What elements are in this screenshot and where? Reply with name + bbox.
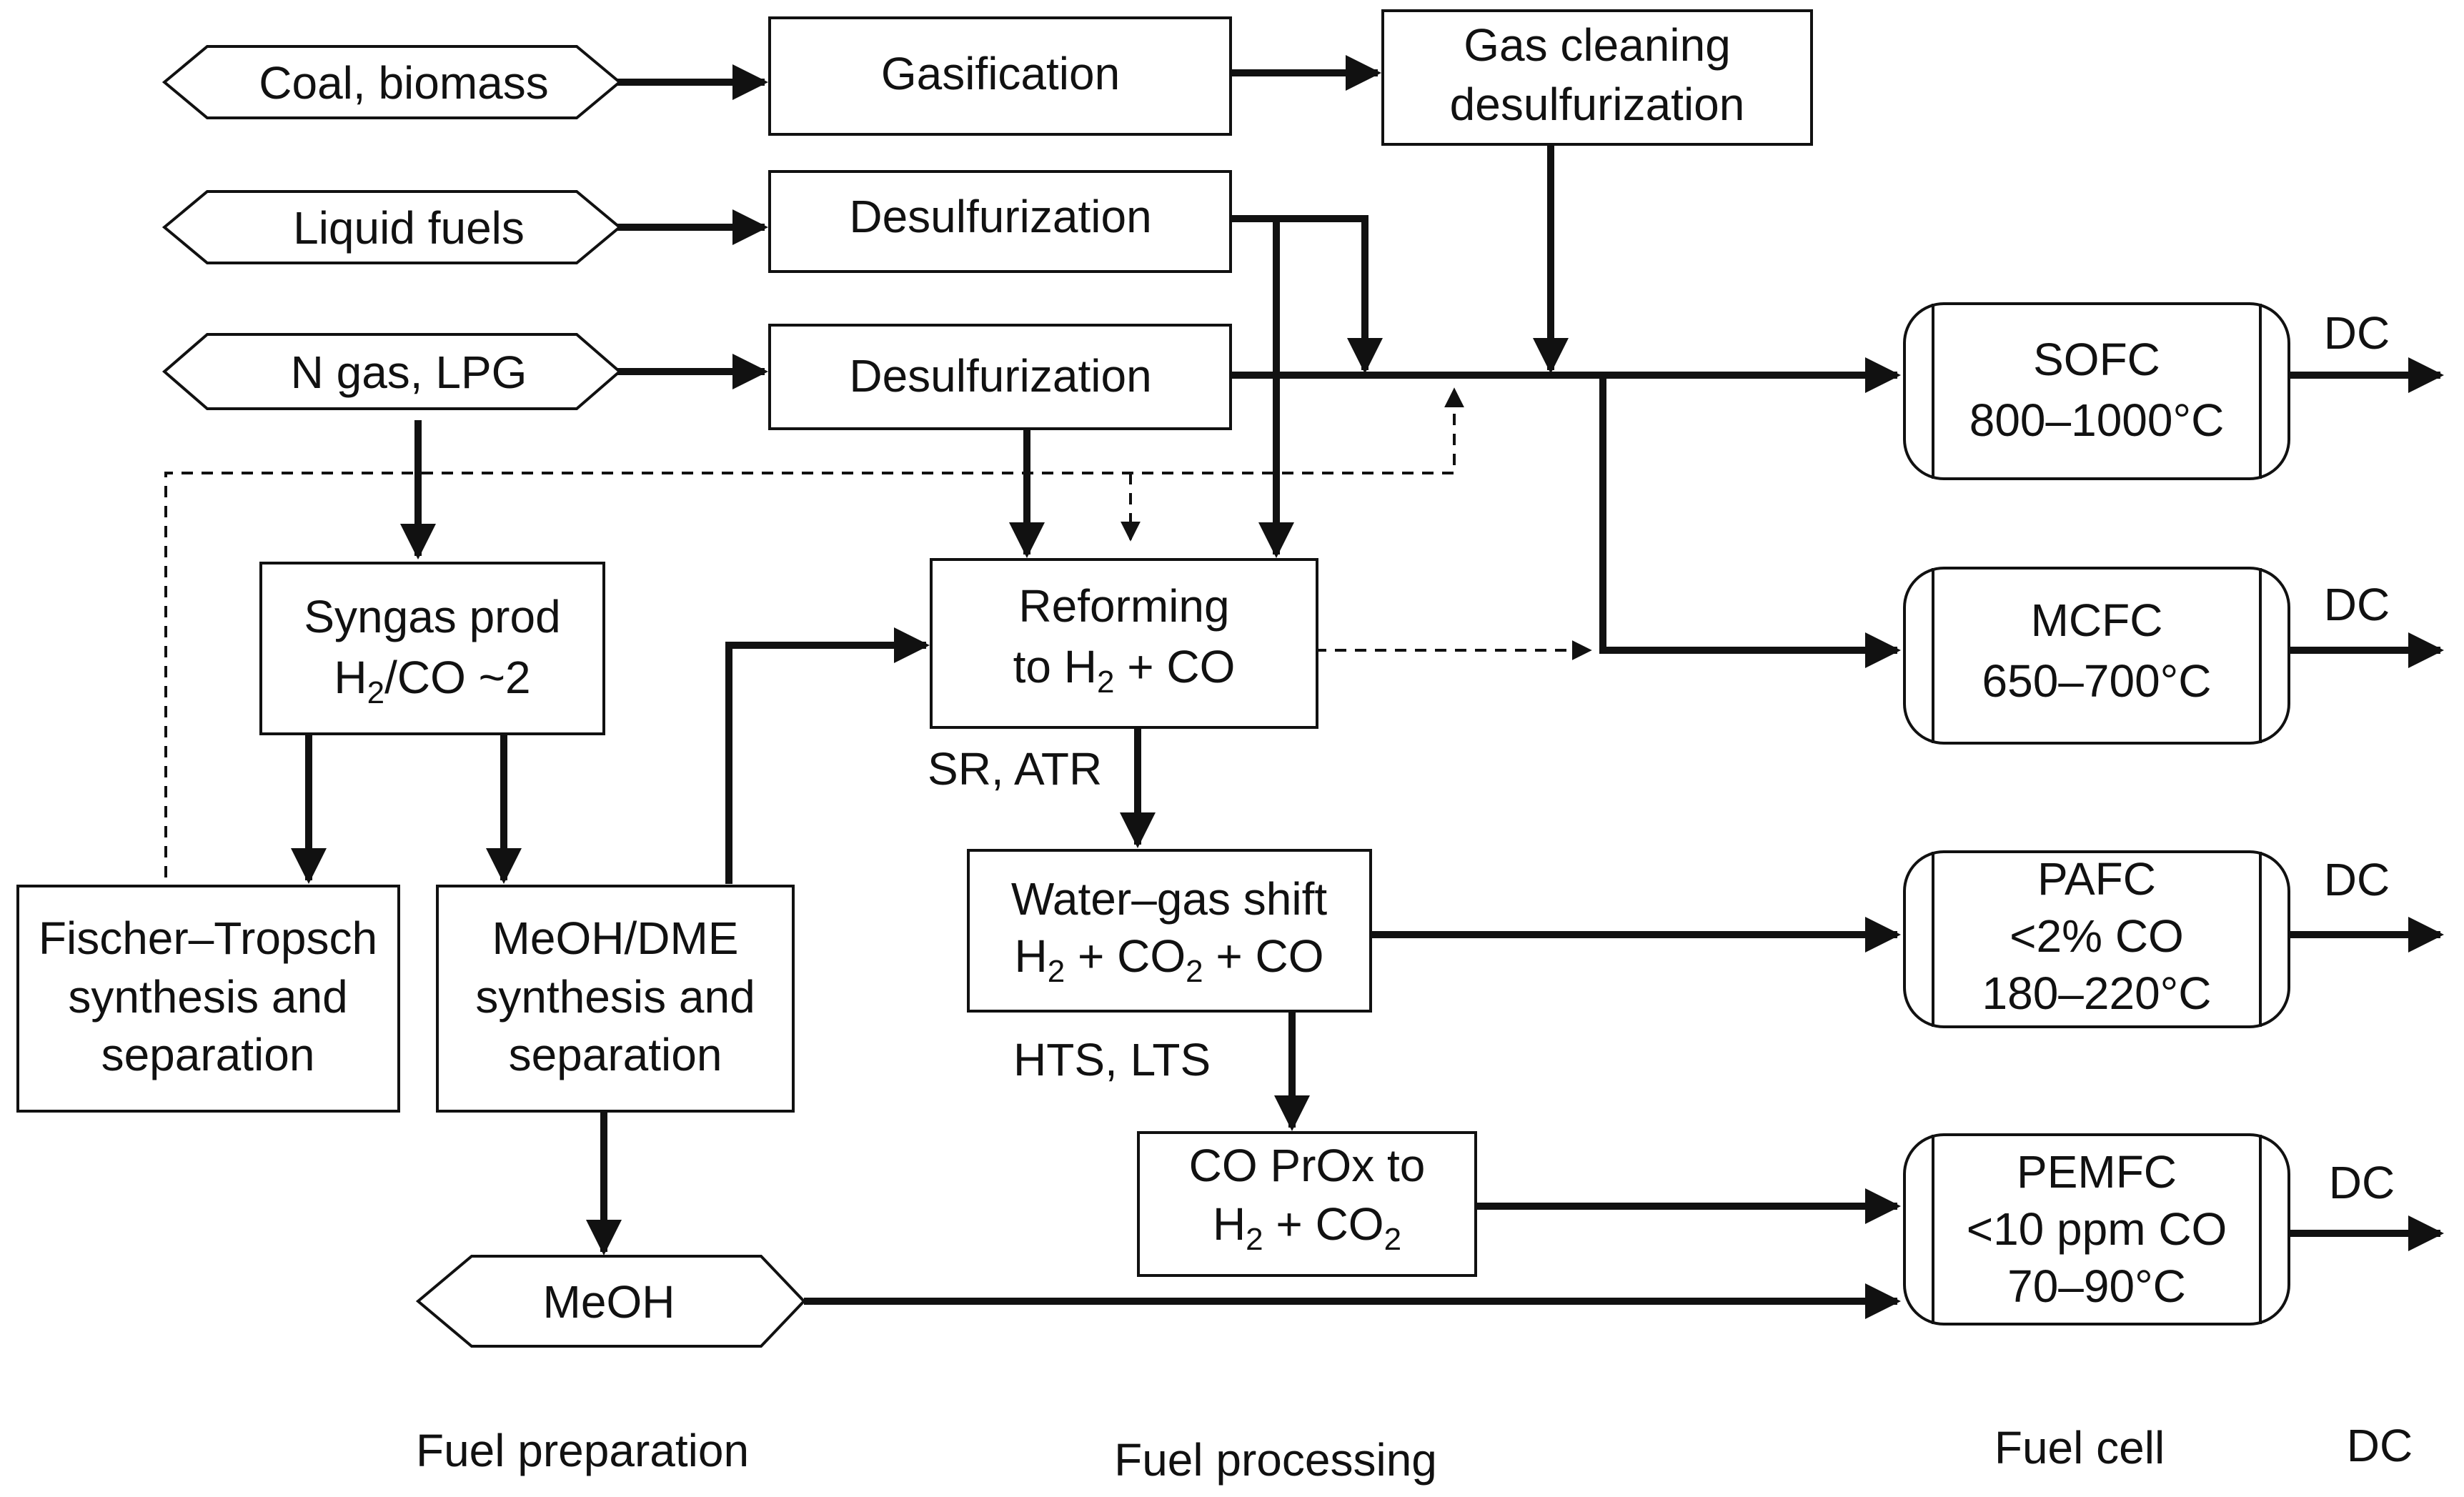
fischer-line2: synthesis and: [68, 971, 347, 1023]
meoh-dme-box: MeOH/DME synthesis and separation: [436, 885, 795, 1113]
pafc-cell: PAFC <2% CO 180–220°C: [1903, 850, 2290, 1028]
reforming-line1: Reforming: [1018, 580, 1229, 632]
input-meoh: MeOH: [415, 1255, 806, 1348]
reforming-note: SR, ATR: [928, 743, 1102, 795]
sofc-cell: SOFC 800–1000°C: [1903, 302, 2290, 480]
wgs-line1: Water–gas shift: [1011, 873, 1327, 925]
fischer-tropsch-box: Fischer–Tropsch synthesis and separation: [16, 885, 400, 1113]
desulfurization-gas-box: Desulfurization: [768, 324, 1232, 430]
mcfc-name: MCFC: [2031, 595, 2163, 646]
dc-output-pemfc: DC: [2329, 1157, 2395, 1208]
meoh-dme-line2: synthesis and: [475, 971, 755, 1023]
pemfc-co: <10 ppm CO: [1967, 1203, 2227, 1255]
mcfc-cell: MCFC 650–700°C: [1903, 567, 2290, 745]
pemfc-name: PEMFC: [2017, 1146, 2177, 1198]
sofc-name: SOFC: [2033, 334, 2160, 385]
gasification-box: Gasification: [768, 16, 1232, 136]
meoh-dme-line3: separation: [509, 1029, 722, 1080]
co-prox-box: CO PrOx to H2 + CO2: [1137, 1131, 1477, 1277]
footer-fuel-cell: Fuel cell: [1994, 1422, 2165, 1473]
input-liquid-fuels: Liquid fuels: [162, 190, 622, 264]
syngas-line1: Syngas prod: [304, 591, 560, 642]
reforming-box: Reforming to H2 + CO: [930, 558, 1318, 729]
meoh-dme-line1: MeOH/DME: [492, 912, 739, 964]
input-liquid-label: Liquid fuels: [293, 202, 525, 254]
desulfurization-liquid-box: Desulfurization: [768, 170, 1232, 273]
input-coal-label: Coal, biomass: [259, 57, 549, 109]
reforming-line2: to H2 + CO: [1013, 641, 1236, 700]
fischer-line1: Fischer–Tropsch: [39, 912, 377, 964]
input-coal-biomass: Coal, biomass: [162, 45, 622, 119]
input-ngas-label: N gas, LPG: [291, 347, 527, 398]
connectors: [164, 55, 2444, 1319]
dc-output-sofc: DC: [2324, 307, 2390, 359]
input-n-gas-lpg: N gas, LPG: [162, 333, 622, 410]
wgs-note: HTS, LTS: [1013, 1034, 1211, 1085]
footer-dc: DC: [2347, 1420, 2413, 1471]
desulfurization-liquid-label: Desulfurization: [849, 191, 1151, 242]
fischer-line3: separation: [101, 1029, 315, 1080]
pemfc-cell: PEMFC <10 ppm CO 70–90°C: [1903, 1133, 2290, 1326]
prox-line1: CO PrOx to: [1189, 1140, 1426, 1191]
gas-cleaning-line1: Gas cleaning: [1464, 19, 1731, 71]
pemfc-temp: 70–90°C: [2007, 1260, 2186, 1312]
mcfc-temp: 650–700°C: [1982, 655, 2212, 707]
footer-fuel-processing: Fuel processing: [1114, 1434, 1437, 1486]
sofc-temp: 800–1000°C: [1969, 394, 2225, 446]
syngas-box: Syngas prod H2/CO ~2: [259, 562, 605, 735]
wgs-line2: H2 + CO2 + CO: [1014, 930, 1323, 989]
syngas-line2: H2/CO ~2: [334, 652, 530, 710]
gas-cleaning-line2: desulfurization: [1450, 79, 1745, 130]
pafc-name: PAFC: [2037, 853, 2156, 905]
water-gas-shift-box: Water–gas shift H2 + CO2 + CO: [967, 849, 1372, 1013]
dc-output-pafc: DC: [2324, 854, 2390, 905]
gas-cleaning-box: Gas cleaning desulfurization: [1381, 9, 1813, 146]
desulfurization-gas-label: Desulfurization: [849, 350, 1151, 402]
input-meoh-label: MeOH: [543, 1276, 675, 1328]
pafc-co: <2% CO: [2010, 910, 2184, 962]
gasification-label: Gasification: [881, 48, 1120, 99]
dc-output-mcfc: DC: [2324, 579, 2390, 630]
footer-fuel-preparation: Fuel preparation: [416, 1425, 749, 1476]
pafc-temp: 180–220°C: [1982, 968, 2212, 1019]
prox-line2: H2 + CO2: [1213, 1198, 1401, 1257]
